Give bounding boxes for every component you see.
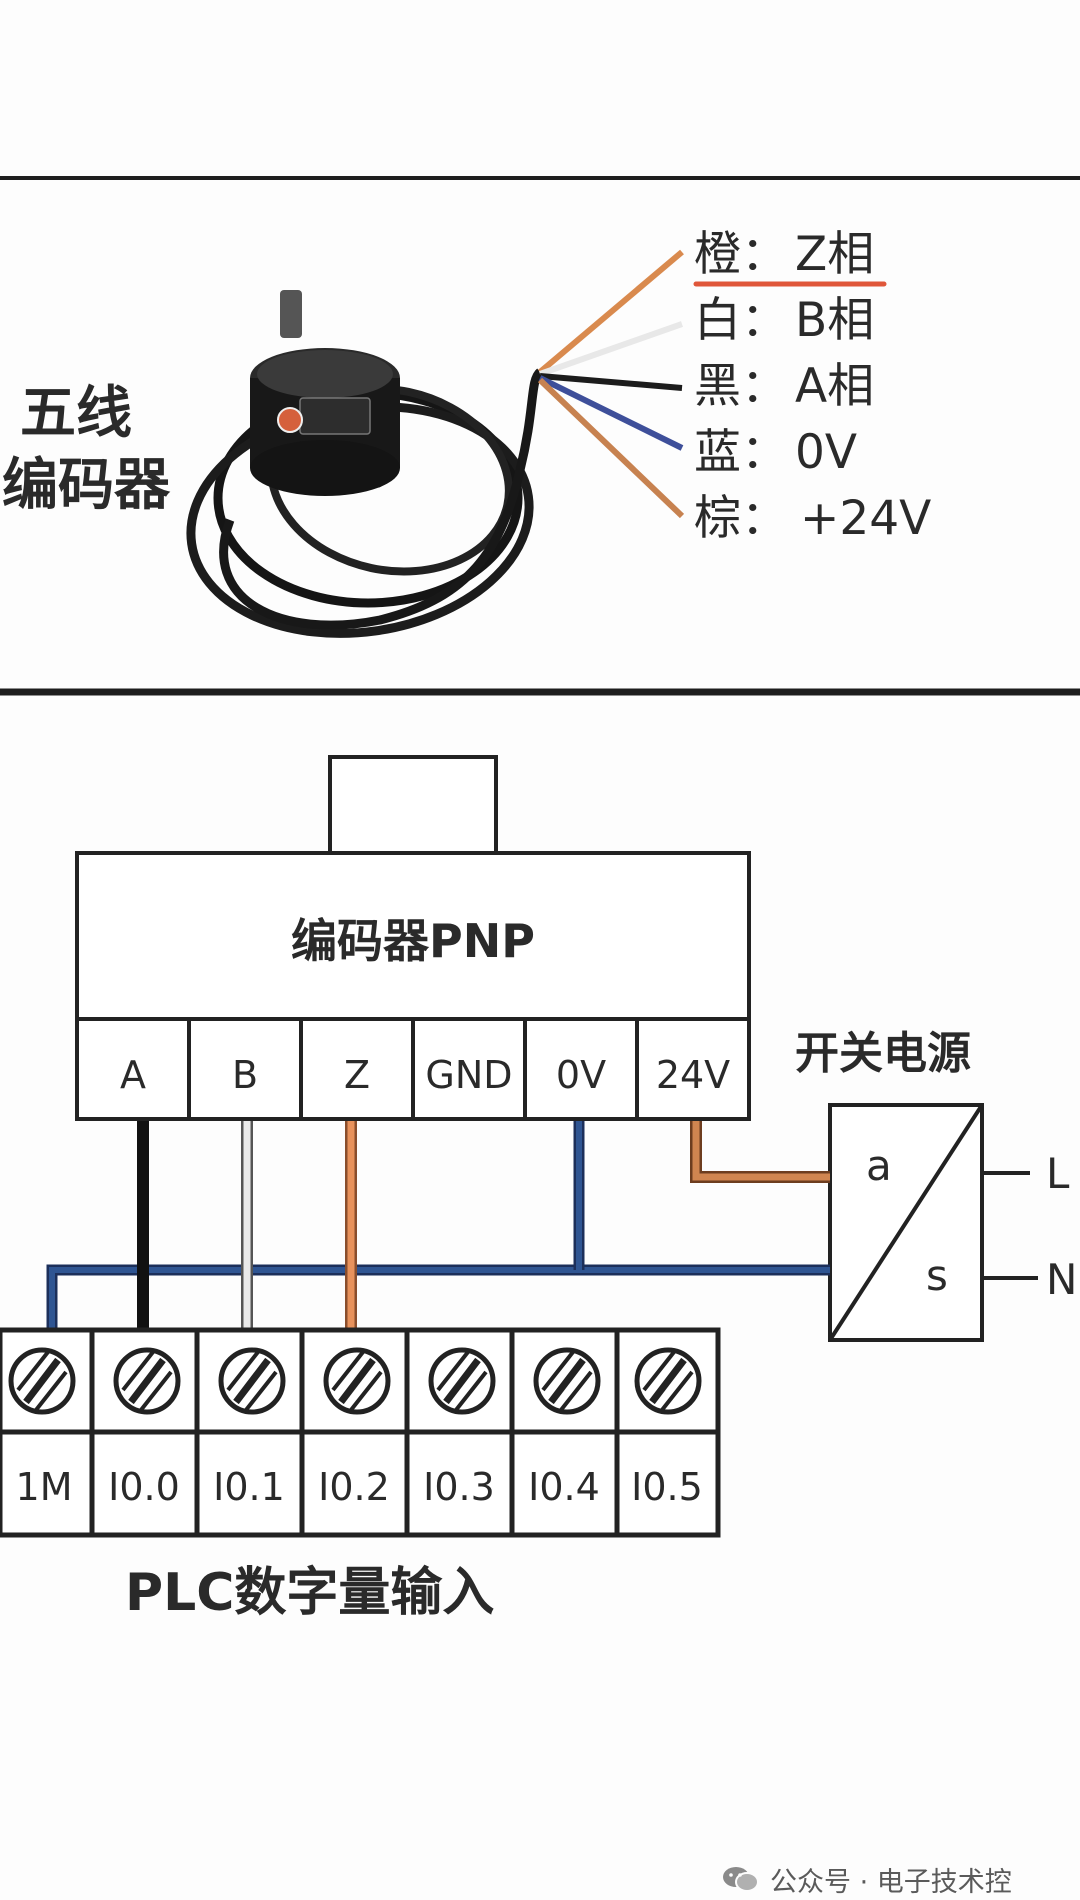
plc-terminal-label: I0.0: [108, 1465, 180, 1509]
plc-terminal-label: I0.1: [213, 1465, 285, 1509]
plc-terminal-label: I0.2: [318, 1465, 390, 1509]
power-supply-diagonal: [828, 1103, 984, 1342]
legend-blue-color: 蓝：: [694, 425, 788, 480]
screw-icon: [218, 1347, 286, 1415]
legend-white-color: 白：: [694, 293, 788, 348]
legend-orange-color: 橙：: [694, 227, 788, 282]
watermark-text: 公众号 · 电子技术控: [770, 1866, 1012, 1898]
screw-icon: [634, 1347, 702, 1415]
encoder-terminal-label: Z: [344, 1053, 370, 1097]
plc-terminal-label: I0.3: [423, 1465, 495, 1509]
plc-terminal-label: I0.5: [631, 1465, 703, 1509]
wire-legend: 橙： Z相 白： B相 黑： A相 蓝： 0V 棕： +24V: [694, 227, 931, 546]
encoder-block-label: 编码器PNP: [291, 914, 535, 968]
encoder-terminal-dividers: [187, 1019, 639, 1119]
encoder-body-box: [75, 851, 751, 1021]
screw-icon: [323, 1347, 391, 1415]
plc-terminal-label: I0.4: [528, 1465, 600, 1509]
power-supply-label: 开关电源: [795, 1028, 971, 1079]
mains-n-label: N: [1046, 1255, 1077, 1304]
legend-blue-signal: 0V: [795, 425, 857, 480]
legend-white-signal: B相: [795, 293, 874, 348]
encoder-terminal-label: 24V: [656, 1053, 730, 1097]
wechat-icon: [723, 1867, 759, 1892]
watermark: 公众号 · 电子技术控: [722, 1862, 1012, 1898]
legend-black-color: 黑：: [694, 359, 788, 414]
wire-24v-brown: [690, 1121, 830, 1183]
screw-icon: [533, 1347, 601, 1415]
power-supply-terminal-s: s: [926, 1251, 948, 1300]
encoder-photo: [186, 290, 544, 638]
wire-fanout: [537, 249, 685, 519]
encoder-terminal-label: GND: [425, 1053, 512, 1097]
plc-input-label: PLC数字量输入: [125, 1563, 494, 1623]
screw-icon: [113, 1347, 181, 1415]
legend-brown-color: 棕：: [694, 491, 788, 546]
encoder-terminal-label: B: [232, 1053, 258, 1097]
wiring: [46, 1121, 830, 1330]
screw-icon: [8, 1347, 76, 1415]
encoder-title-line1: 五线: [20, 381, 132, 446]
mains-l-label: L: [1046, 1149, 1070, 1198]
encoder-terminal-label: A: [120, 1053, 146, 1097]
encoder-shaft-box: [328, 755, 498, 855]
screw-icon: [428, 1347, 496, 1415]
encoder-terminal-labels: A B Z GND 0V 24V: [120, 1053, 730, 1097]
legend-brown-signal: +24V: [800, 491, 931, 546]
wire-0v-blue: [46, 1264, 830, 1330]
legend-orange-signal: Z相: [795, 227, 874, 282]
encoder-terminal-label: 0V: [556, 1053, 606, 1097]
plc-terminal-label: 1M: [16, 1465, 73, 1509]
legend-black-signal: A相: [795, 359, 874, 414]
power-supply-terminal-a: a: [866, 1141, 892, 1190]
encoder-title-line2: 编码器: [2, 453, 171, 518]
plc-terminal-block: 1M I0.0 I0.1 I0.2 I0.3 I0.4 I0.5: [0, 1327, 721, 1538]
